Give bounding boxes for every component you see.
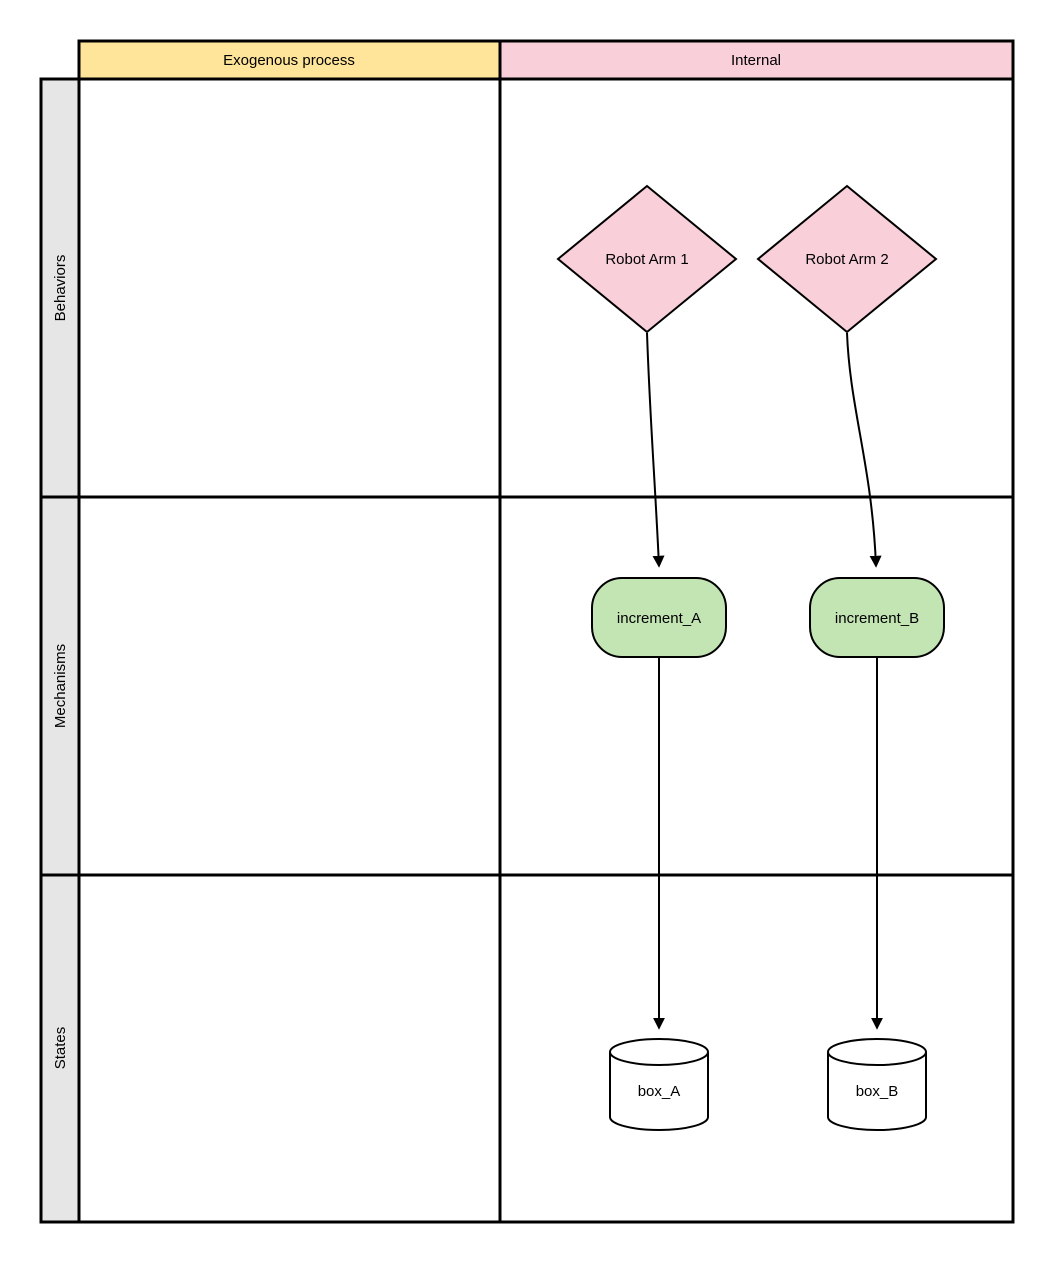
robot-arm-2-label: Robot Arm 2 [805, 251, 888, 268]
node-robot-arm-1: Robot Arm 1 [556, 184, 738, 334]
node-increment-a: increment_A [591, 577, 727, 658]
row-header-behaviors: Behaviors [39, 77, 81, 499]
row-header-mechanisms: Mechanisms [39, 495, 81, 877]
increment-a-box [591, 577, 727, 658]
increment-b-label: increment_B [835, 610, 919, 627]
column-header-exogenous-bg [77, 39, 502, 81]
row-header-states-bg [39, 873, 81, 1224]
node-increment-b: increment_B [809, 577, 945, 658]
robot-arm-2-diamond [756, 184, 938, 334]
cell-states-exogenous [77, 873, 502, 1224]
matrix-grid [77, 77, 1015, 1224]
column-header-internal: Internal [498, 39, 1015, 81]
box-b-cylinder-rim [827, 1051, 927, 1066]
box-a-label: box_A [638, 1083, 681, 1100]
increment-b-box [809, 577, 945, 658]
cell-mechanisms-internal [498, 495, 1015, 877]
row-header-states: States [39, 873, 81, 1224]
column-header-exogenous-label: Exogenous process [223, 52, 355, 69]
box-b-label: box_B [856, 1083, 899, 1100]
edge-robot-arm-2-to-increment-b [846, 332, 882, 568]
robot-arm-1-label: Robot Arm 1 [605, 251, 688, 268]
node-box-a: box_A [609, 1038, 709, 1131]
row-header-mechanisms-label: Mechanisms [52, 644, 69, 728]
node-box-b: box_B [827, 1038, 927, 1131]
column-header-internal-bg [498, 39, 1015, 81]
edge-robot-arm-1-to-increment-a [646, 332, 665, 568]
row-header-mechanisms-bg [39, 495, 81, 877]
increment-a-label: increment_A [617, 610, 701, 627]
box-a-cylinder-rim [609, 1051, 709, 1066]
cell-behaviors-exogenous [77, 77, 502, 499]
cell-mechanisms-exogenous [77, 495, 502, 877]
node-robot-arm-2: Robot Arm 2 [756, 184, 938, 334]
edges [646, 332, 883, 1030]
box-b-cylinder [827, 1038, 927, 1131]
row-header-behaviors-label: Behaviors [52, 255, 69, 322]
cell-behaviors-internal [498, 77, 1015, 499]
robot-arm-1-diamond [556, 184, 738, 334]
cell-states-internal [498, 873, 1015, 1224]
column-header-internal-label: Internal [731, 52, 781, 69]
box-a-cylinder [609, 1038, 709, 1131]
row-header-states-label: States [52, 1027, 69, 1070]
column-header-exogenous: Exogenous process [77, 39, 502, 81]
